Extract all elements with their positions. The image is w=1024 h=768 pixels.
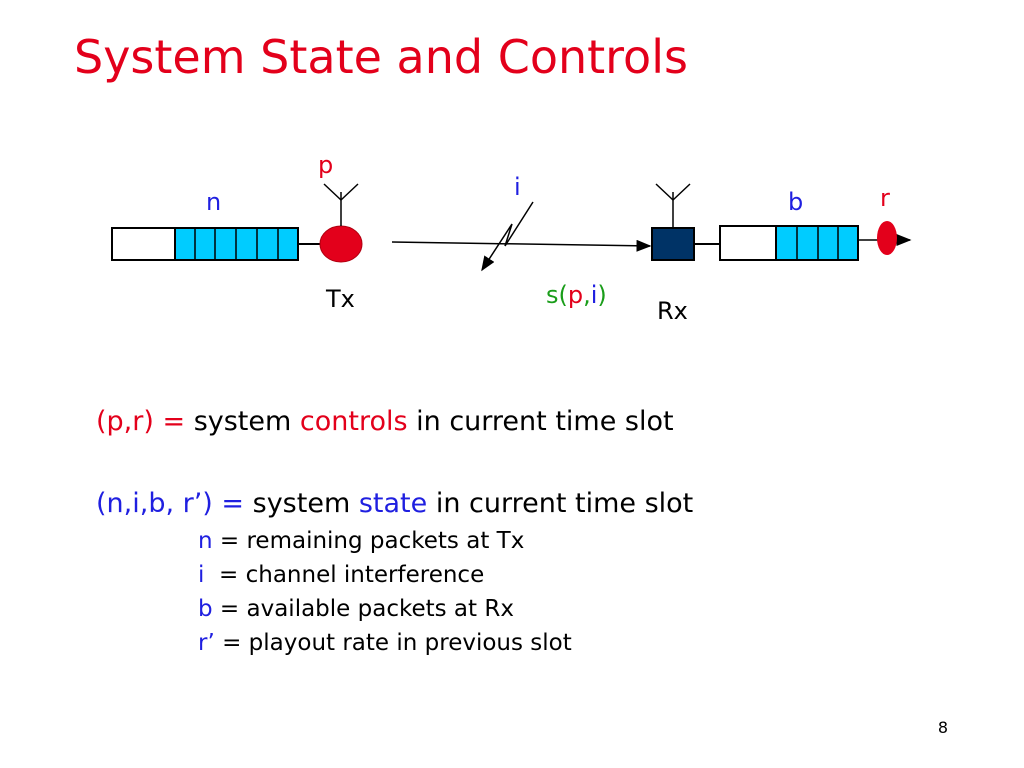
def-b-desc: = available packets at Rx [212, 596, 514, 622]
playout-node [877, 221, 897, 255]
label-tx: Tx [326, 285, 355, 313]
state-keyword: state [358, 488, 428, 519]
tx-queue [111, 227, 299, 261]
slide-title: System State and Controls [74, 30, 688, 84]
def-r-desc: = playout rate in previous slot [214, 630, 572, 656]
def-b-var: b [198, 596, 213, 622]
controls-line: (p,r) = system controls in current time … [96, 408, 674, 435]
tx-antenna-icon [323, 183, 359, 226]
controls-post: in current time slot [407, 406, 674, 437]
controls-keyword: controls [299, 406, 408, 437]
state-eq: = [212, 488, 253, 519]
label-signal: s(p,i) [546, 283, 607, 307]
label-p: p [318, 151, 334, 179]
signal-comma: , [583, 281, 591, 309]
signal-close: ) [597, 281, 607, 309]
state-pre: system [252, 488, 359, 519]
def-r-var: r’ [198, 630, 215, 656]
page-number: 8 [937, 718, 948, 737]
label-b: b [788, 188, 804, 216]
signal-p: p [567, 281, 584, 309]
def-b: b = available packets at Rx [198, 598, 514, 621]
label-rx: Rx [657, 297, 688, 325]
def-i-var: i [198, 562, 205, 588]
tx-node [319, 225, 363, 263]
def-n-desc: = remaining packets at Tx [212, 528, 525, 554]
interference-bolt-icon [481, 201, 534, 272]
label-n: n [206, 188, 222, 216]
controls-vars: (p,r) [96, 406, 154, 437]
rx-buffer [719, 225, 859, 261]
def-i: i = channel interference [198, 564, 484, 587]
channel-arrow [391, 239, 652, 252]
label-r: r [880, 184, 890, 212]
state-line: (n,i,b, r’) = system state in current ti… [96, 490, 693, 517]
state-vars: (n,i,b, r’) [96, 488, 213, 519]
signal-i: i [590, 281, 598, 309]
controls-eq: = [153, 406, 194, 437]
rx-node [651, 227, 695, 261]
def-i-desc: = channel interference [204, 562, 485, 588]
controls-pre: system [193, 406, 300, 437]
label-i: i [514, 173, 521, 201]
signal-s-open: s( [546, 281, 568, 309]
def-n: n = remaining packets at Tx [198, 530, 524, 553]
rx-antenna-icon [655, 183, 691, 228]
def-r: r’ = playout rate in previous slot [198, 632, 572, 655]
state-post: in current time slot [427, 488, 694, 519]
def-n-var: n [198, 528, 213, 554]
